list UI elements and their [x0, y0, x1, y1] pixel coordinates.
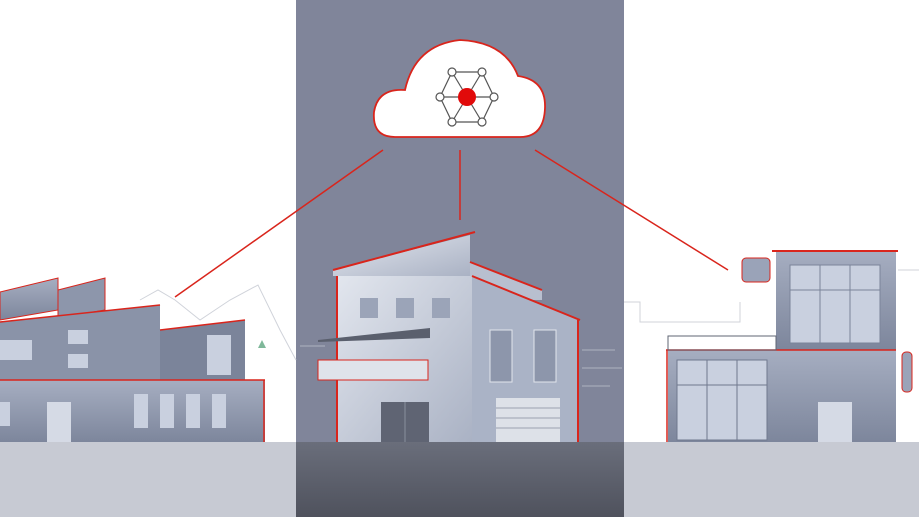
tree-icon — [258, 340, 266, 348]
ground-right — [624, 442, 919, 517]
left-building — [0, 277, 265, 442]
right-building — [624, 250, 919, 442]
mountain-outline — [139, 284, 297, 361]
cloud-icon — [372, 39, 546, 138]
network-hub-icon — [435, 67, 499, 127]
center-building — [300, 231, 622, 442]
ground-left — [0, 442, 296, 517]
connection-lines — [174, 149, 729, 298]
ground-center — [296, 442, 624, 517]
